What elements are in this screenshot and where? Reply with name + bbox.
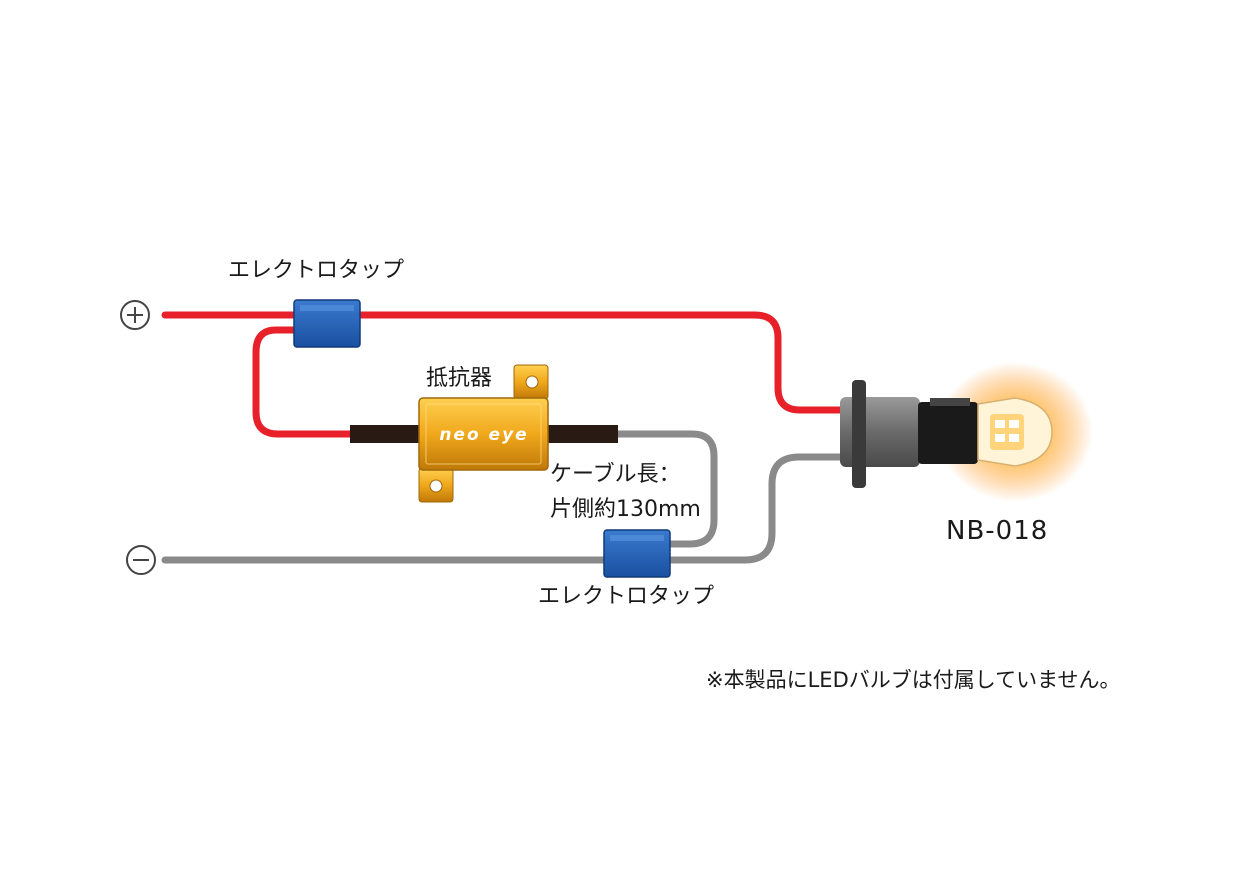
resistor-ground-wire	[611, 430, 718, 548]
resistor-label: 抵抗器	[426, 366, 493, 391]
resistor-lead-right	[546, 425, 618, 443]
note-text: ※本製品にLEDバルブは付属していません。	[706, 668, 1121, 692]
resistor-logo: neo eye	[439, 425, 528, 445]
electro-tap-bottom-label: エレクトロタップ	[538, 584, 715, 609]
resistor-branch-wire	[252, 326, 356, 438]
negative-terminal-icon	[126, 545, 156, 575]
model-label: NB-018	[946, 516, 1049, 546]
electro-tap-top	[293, 299, 361, 348]
positive-wire	[161, 311, 844, 414]
electro-tap-bottom	[603, 529, 671, 578]
resistor: neo eye	[418, 364, 549, 503]
cable-length-label-1: ケーブル長：	[550, 462, 681, 487]
resistor-lead-left	[350, 425, 422, 443]
led-bulb	[840, 362, 1093, 502]
electro-tap-top-label: エレクトロタップ	[228, 258, 405, 283]
negative-wire	[161, 453, 844, 564]
cable-length-label-2: 片側約130mm	[550, 497, 701, 522]
positive-terminal-icon	[120, 300, 150, 330]
